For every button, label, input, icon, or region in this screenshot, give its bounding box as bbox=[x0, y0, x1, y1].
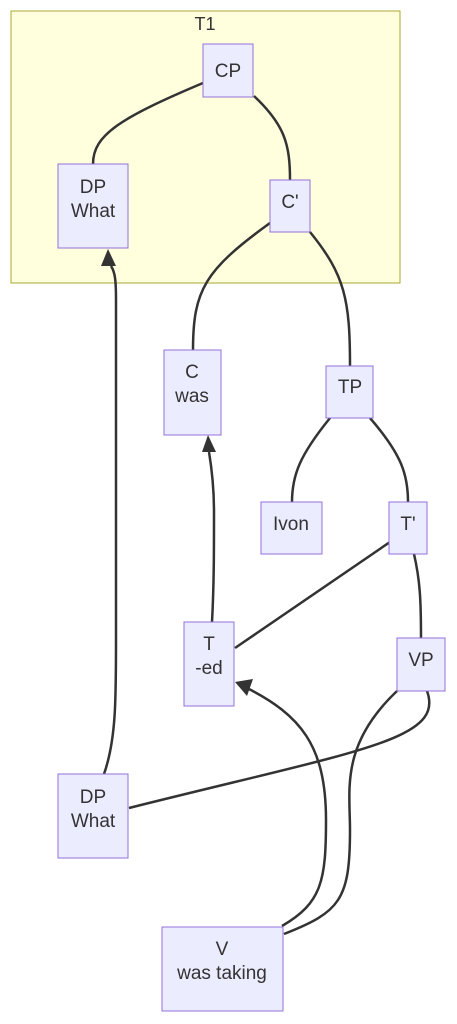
node-t-bar-label: T' bbox=[400, 514, 415, 535]
node-v-line1: V bbox=[216, 939, 229, 960]
node-c-bar: C' bbox=[269, 179, 311, 233]
node-dp-bottom-line1: DP bbox=[80, 787, 106, 808]
node-vp-label: VP bbox=[408, 650, 433, 671]
node-tp-label: TP bbox=[338, 377, 362, 398]
node-t-ed-line1: T bbox=[203, 634, 215, 655]
edge-tbar-vp bbox=[412, 553, 423, 639]
node-cp: CP bbox=[202, 43, 254, 98]
arrowhead-dp-top bbox=[101, 249, 116, 266]
node-v: V was taking bbox=[161, 926, 284, 1012]
node-vp: VP bbox=[396, 637, 446, 692]
node-cp-label: CP bbox=[215, 61, 241, 82]
arrowhead-ted bbox=[235, 679, 253, 696]
node-ivon-label: Ivon bbox=[273, 514, 309, 535]
edges bbox=[91, 81, 431, 936]
node-c-was-line2: was bbox=[174, 386, 209, 407]
node-tp: TP bbox=[325, 365, 374, 419]
node-c-was-line1: C bbox=[185, 362, 199, 383]
node-t-bar: T' bbox=[388, 501, 428, 555]
cluster-t1-label: T1 bbox=[194, 14, 215, 34]
edge-ted-cwas-movement bbox=[207, 451, 216, 623]
edge-cbar-cwas bbox=[191, 221, 271, 351]
edge-tp-tbar bbox=[369, 417, 410, 503]
node-t-ed: T -ed bbox=[183, 621, 235, 707]
edge-v-ted-movement bbox=[246, 686, 328, 928]
node-dp-bottom: DP What bbox=[57, 773, 129, 859]
edge-vp-dp-bottom bbox=[128, 690, 431, 810]
node-v-line2: was taking bbox=[176, 963, 267, 984]
node-ivon: Ivon bbox=[260, 501, 323, 555]
edge-dp-bottom-dp-top-movement bbox=[102, 265, 118, 775]
edge-tp-ivon bbox=[290, 417, 331, 503]
node-t-ed-line2: -ed bbox=[195, 658, 222, 679]
edge-vp-v bbox=[283, 690, 398, 936]
node-dp-top: DP What bbox=[57, 163, 129, 249]
node-dp-bottom-line2: What bbox=[71, 811, 116, 832]
edge-cbar-tp bbox=[309, 231, 352, 367]
node-dp-top-line2: What bbox=[71, 201, 116, 222]
edge-tbar-ted bbox=[234, 540, 391, 650]
node-dp-top-line1: DP bbox=[80, 177, 106, 198]
node-c-bar-label: C' bbox=[281, 192, 298, 213]
arrowhead-cwas bbox=[202, 435, 216, 452]
node-c-was: C was bbox=[163, 349, 222, 436]
edge-cp-dp bbox=[91, 81, 204, 165]
edge-cp-cbar bbox=[253, 95, 292, 181]
